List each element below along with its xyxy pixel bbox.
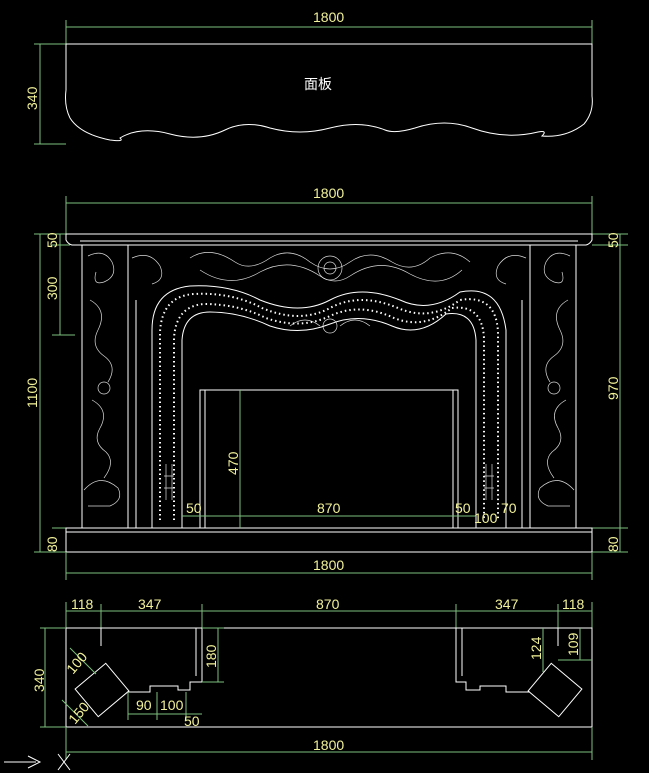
plan-depth-dim: 340: [31, 668, 47, 692]
plan-right-118-dim: 118: [562, 596, 585, 612]
plan-view: 118 347 870 347 118 340 100 150 180 90: [31, 596, 593, 760]
elev-right-jamb-dim: 50: [455, 500, 471, 516]
plan-right-column-block: [527, 662, 583, 718]
panel-view: 1800 340 面板: [24, 9, 593, 145]
ucs-axis-icon: [4, 753, 71, 771]
elev-base-dim-left: 80: [44, 536, 60, 552]
plan-124-dim: 124: [528, 636, 544, 660]
hearth-base: [65, 527, 593, 553]
elev-top-width-dim: 1800: [313, 185, 344, 201]
panel-label: 面板: [304, 77, 332, 93]
plan-left-347-dim: 347: [138, 596, 162, 612]
elev-mantel-dim-right: 50: [605, 232, 621, 248]
plan-50-dim: 50: [184, 713, 200, 729]
elev-total-height-dim: 1100: [24, 378, 40, 408]
elev-inner-70-dim: 70: [501, 500, 517, 516]
plan-100-diag-dim: 100: [63, 649, 90, 677]
plan-left-118-dim: 118: [71, 596, 94, 612]
carving-ornament: [83, 252, 575, 507]
plan-center-870-dim: 870: [316, 596, 340, 612]
panel-outline: [65, 43, 593, 142]
plan-right-347-dim: 347: [495, 596, 519, 612]
elev-left-jamb-dim: 50: [186, 500, 202, 516]
elev-mantel-dim-left: 50: [44, 232, 60, 248]
plan-109-dim: 109: [565, 632, 581, 656]
elev-right-height-dim: 970: [605, 376, 621, 400]
elev-opening-height-dim: 470: [225, 451, 241, 475]
elev-frieze-dim: 300: [44, 276, 60, 300]
elev-bottom-width-dim: 1800: [313, 557, 344, 573]
panel-width-dim: 1800: [313, 9, 344, 25]
plan-left-column-block: [74, 662, 130, 718]
front-elevation: 1800 50 300 1100 80 50 970 80: [24, 185, 628, 580]
plan-90-dim: 90: [136, 697, 152, 713]
plan-outline: [65, 627, 593, 728]
panel-height-dim: 340: [24, 86, 40, 110]
plan-150-diag-dim: 150: [65, 699, 92, 727]
surround-frame: [81, 244, 577, 529]
plan-100-dim: 100: [160, 697, 184, 713]
arch-inner: [181, 311, 477, 528]
elev-base-dim-right: 80: [605, 536, 621, 552]
elev-opening-width-dim: 870: [317, 500, 341, 516]
arch-outer: [151, 285, 507, 528]
plan-total-dim: 1800: [313, 737, 344, 753]
mantel-shelf: [65, 233, 593, 246]
plan-180-dim: 180: [203, 644, 219, 668]
elev-inner-100-dim: 100: [474, 510, 498, 526]
